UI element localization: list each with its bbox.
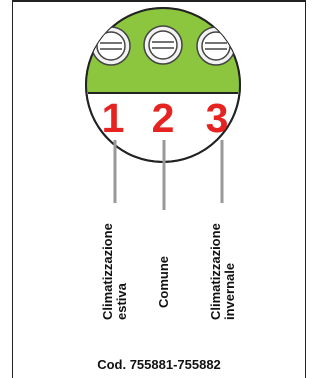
terminal-number-2: 2 xyxy=(151,95,175,141)
product-code: Cod. 755881-755882 xyxy=(97,357,221,372)
label-terminal-1-line2: estiva xyxy=(114,283,129,320)
diagram-frame-top xyxy=(12,0,306,2)
label-terminal-3-line1: Climatizzazione xyxy=(208,223,223,320)
terminal-number-1: 1 xyxy=(101,95,125,141)
label-terminal-3-line2: invernale xyxy=(222,262,237,320)
terminal-number-3: 3 xyxy=(205,95,229,141)
screw-terminal-icon xyxy=(196,26,236,66)
screw-terminal-icon xyxy=(143,25,183,65)
label-terminal-2-line1: Comune xyxy=(156,256,171,308)
screw-terminal-icon xyxy=(91,26,131,66)
label-terminal-2: Comune xyxy=(156,256,171,308)
label-terminal-3: Climatizzazione invernale xyxy=(208,223,237,320)
diagram-frame xyxy=(12,0,306,378)
label-terminal-1: Climatizzazione estiva xyxy=(100,223,129,320)
label-terminal-1-line1: Climatizzazione xyxy=(100,223,115,320)
